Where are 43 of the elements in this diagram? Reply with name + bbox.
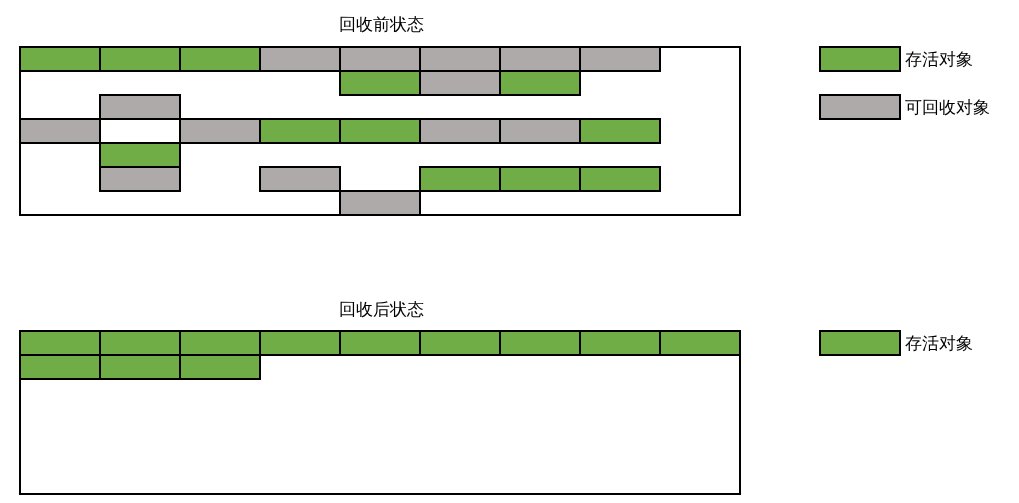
reclaimable-object-block <box>99 94 181 120</box>
reclaimable-object-block <box>19 118 101 144</box>
live-object-block <box>19 354 101 380</box>
live-object-block <box>339 118 421 144</box>
live-object-block <box>259 330 341 356</box>
reclaimable-object-block <box>339 190 421 216</box>
live-object-block <box>579 166 661 192</box>
live-object-block <box>179 46 261 72</box>
reclaimable-object-block <box>419 118 501 144</box>
reclaimable-object-block <box>99 166 181 192</box>
reclaimable-object-block <box>419 70 501 96</box>
live-object-block <box>419 330 501 356</box>
reclaimable-object-block <box>179 118 261 144</box>
live-object-block <box>99 330 181 356</box>
reclaimable-object-block <box>579 46 661 72</box>
live-object-block <box>99 142 181 168</box>
reclaimable-object-block <box>499 46 581 72</box>
live-object-block <box>499 70 581 96</box>
legend-label: 存活对象 <box>905 49 973 69</box>
reclaimable-object-block <box>339 46 421 72</box>
legend-label: 存活对象 <box>905 333 973 353</box>
live-object-block <box>19 46 101 72</box>
panel-heading: 回收前状态 <box>338 14 424 34</box>
reclaimable-object-block <box>259 46 341 72</box>
reclaimable-object-block <box>499 118 581 144</box>
live-object-block <box>179 354 261 380</box>
live-object-block <box>659 330 741 356</box>
live-object-block <box>499 166 581 192</box>
live-object-block <box>339 330 421 356</box>
live-object-block <box>99 354 181 380</box>
live-object-block <box>419 166 501 192</box>
live-object-block <box>579 330 661 356</box>
live-object-block <box>99 46 181 72</box>
reclaimable-object-block <box>419 46 501 72</box>
live-object-block <box>579 118 661 144</box>
panel-heading: 回收后状态 <box>338 299 424 319</box>
live-object-block <box>179 330 261 356</box>
reclaimable-object-block <box>259 166 341 192</box>
live-object-block <box>259 118 341 144</box>
live-object-block <box>19 330 101 356</box>
live-object-block <box>339 70 421 96</box>
legend-label: 可回收对象 <box>905 97 990 117</box>
live-object-block <box>499 330 581 356</box>
